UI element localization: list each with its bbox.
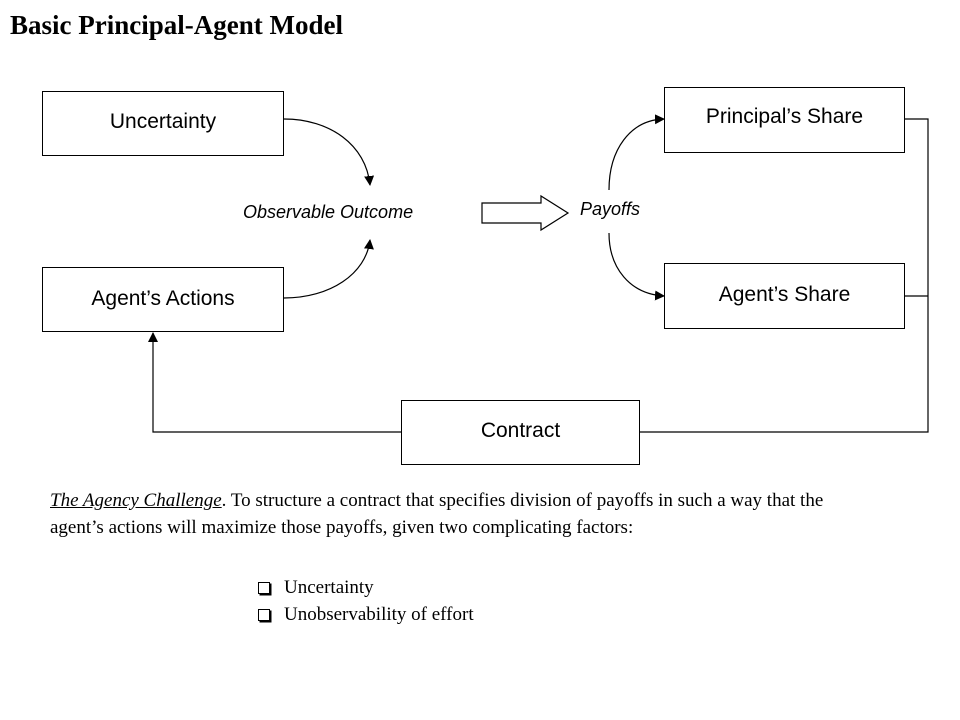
shares-bracket <box>640 118 929 433</box>
outcome-to-payoffs-arrow <box>481 194 570 232</box>
payoffs-label: Payoffs <box>580 199 641 219</box>
agents-share-label: Agent’s Share <box>718 283 851 306</box>
actions-arrow <box>283 239 374 299</box>
agents-actions-box: Agent’s Actions <box>42 267 284 332</box>
complicating-factors-list: Uncertainty Unobservability of effort <box>258 574 474 628</box>
principals-share-label: Principal’s Share <box>705 105 864 128</box>
payoffs-to-agent-arrow <box>608 232 665 301</box>
list-item: Unobservability of effort <box>258 601 474 628</box>
uncertainty-label: Uncertainty <box>109 110 217 133</box>
agency-challenge-paragraph: The Agency Challenge. To structure a con… <box>50 487 880 541</box>
principals-share-box: Principal’s Share <box>664 87 905 153</box>
uncertainty-box: Uncertainty <box>42 91 284 156</box>
checkbox-bullet-icon <box>258 581 270 594</box>
agency-challenge-heading: The Agency Challenge <box>50 490 222 511</box>
factor-label: Unobservability of effort <box>284 604 474 625</box>
list-item: Uncertainty <box>258 574 474 601</box>
page-title: Basic Principal-Agent Model <box>10 10 343 40</box>
contract-box: Contract <box>401 400 640 465</box>
agents-actions-label: Agent’s Actions <box>91 287 235 310</box>
payoffs-to-principal-arrow <box>608 114 665 191</box>
contract-to-actions-arrow <box>148 332 401 433</box>
contract-label: Contract <box>480 419 561 442</box>
checkbox-bullet-icon <box>258 608 270 621</box>
uncertainty-arrow <box>283 118 375 186</box>
agents-share-box: Agent’s Share <box>664 263 905 329</box>
observable-outcome-label: Observable Outcome <box>243 202 414 222</box>
agency-challenge-text: . To structure a contract that specifies… <box>50 490 824 538</box>
factor-label: Uncertainty <box>284 577 374 598</box>
